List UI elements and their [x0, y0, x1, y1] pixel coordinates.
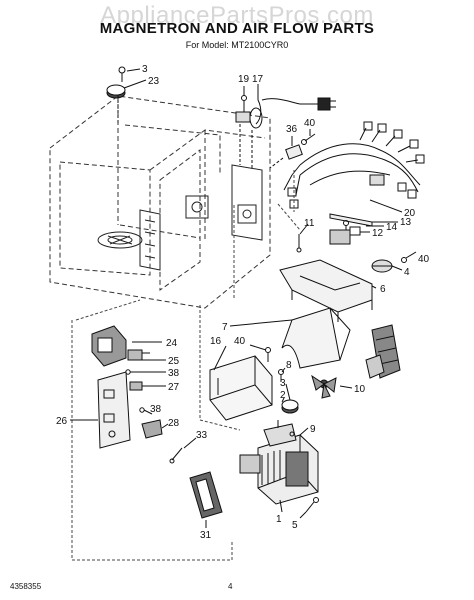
callout-4: 4: [404, 267, 410, 278]
part-40-screw-right: [401, 251, 417, 263]
part-1-magnetron: [239, 420, 319, 505]
part-13-bar: [329, 213, 373, 227]
part-31-latch: [189, 471, 223, 519]
part-23-thermal-cutout: [106, 84, 126, 125]
callout-12: 12: [372, 228, 384, 239]
callout-3-mid: 3: [280, 378, 286, 389]
part-8-screw: [278, 369, 284, 382]
callout-28: 28: [168, 418, 180, 429]
callout-labels: 3 23 19 17 36 40 20 13 14 12 11 40 4 6 7…: [56, 64, 430, 541]
part-9-screw: [289, 431, 295, 437]
part-40-screw-mid: [265, 347, 271, 362]
part-6-bracket: [279, 259, 373, 322]
callout-40-mid: 40: [234, 336, 246, 347]
callout-10: 10: [354, 384, 366, 395]
callout-17: 17: [252, 74, 264, 85]
callout-26: 26: [56, 416, 68, 427]
part-33-screw: [169, 447, 183, 464]
part-26-interlock-plate: [97, 371, 131, 449]
callout-6: 6: [380, 284, 386, 295]
callout-31: 31: [200, 530, 212, 541]
callout-1: 1: [276, 514, 282, 525]
callout-3-top: 3: [142, 64, 148, 75]
callout-33: 33: [196, 430, 208, 441]
document-number: 4358355: [10, 582, 42, 591]
callout-14: 14: [386, 222, 398, 233]
callout-38-lower: 38: [150, 404, 162, 415]
part-5-screw: [305, 497, 319, 513]
part-19-fuse: [235, 95, 251, 123]
page-number: 4: [228, 582, 233, 591]
callout-9: 9: [310, 424, 316, 435]
part-28-switch: [141, 419, 163, 439]
cabinet-outline: [49, 95, 271, 309]
part-10-fan-motor: [365, 324, 401, 379]
part-17-cord: [239, 97, 336, 168]
model-subtitle: For Model: MT2100CYR0: [185, 40, 289, 50]
part-36-switch: [269, 144, 303, 169]
part-38-screw-lower: [139, 407, 145, 413]
callout-27: 27: [168, 382, 180, 393]
part-40-screw-top: [301, 133, 316, 145]
callout-20: 20: [404, 208, 416, 219]
callout-13: 13: [400, 217, 412, 228]
callout-23: 23: [148, 76, 160, 87]
callout-8: 8: [286, 360, 292, 371]
part-27-switch: [129, 381, 143, 391]
callout-38-upper: 38: [168, 368, 180, 379]
callout-36: 36: [286, 124, 298, 135]
part-4-thermal-protector: [371, 259, 393, 273]
callout-7: 7: [222, 322, 228, 333]
watermark: AppliancePartsPros.com: [100, 2, 374, 29]
part-20-wire-harness: [283, 121, 425, 209]
part-10-fan-blade: [311, 374, 337, 399]
callout-16: 16: [210, 336, 222, 347]
part-2-thermal-cutout: [281, 399, 299, 414]
part-12-switch: [329, 220, 361, 245]
callout-2: 2: [280, 390, 286, 401]
part-25-switch: [127, 349, 150, 361]
callout-11: 11: [304, 218, 315, 229]
callout-5: 5: [292, 520, 298, 531]
cabinet-inner-parts: [97, 164, 263, 271]
callout-24: 24: [166, 338, 178, 349]
callout-25: 25: [168, 356, 180, 367]
callout-leaders: [70, 68, 403, 528]
callout-40-right: 40: [418, 254, 430, 265]
callout-40-top: 40: [304, 118, 316, 129]
part-16-shield: [209, 355, 273, 421]
part-7-air-duct: [281, 307, 351, 369]
part-11-screw: [296, 234, 302, 253]
diagram-title: MAGNETRON AND AIR FLOW PARTS: [99, 20, 375, 37]
callout-19: 19: [238, 74, 250, 85]
guide-lines: [71, 170, 301, 561]
part-3-screw: [118, 66, 126, 82]
part-24-switch-holder: [91, 325, 127, 367]
